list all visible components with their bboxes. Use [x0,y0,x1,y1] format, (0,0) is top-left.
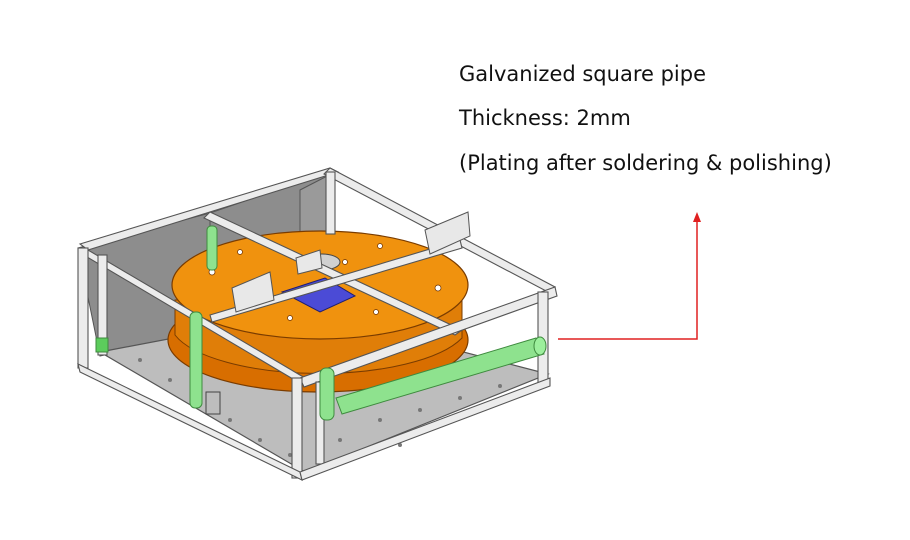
green-rollers [95,225,547,421]
label-finish: (Plating after soldering & polishing) [459,151,832,175]
hub-plate [280,277,357,313]
pointer-line [558,220,698,340]
bottom-frame [77,362,551,482]
label-material: Galvanized square pipe [459,62,706,86]
label-thickness: Thickness: 2mm [459,106,631,130]
floor-bracket [205,391,221,415]
pointer-arrowhead [693,212,701,222]
mounting-brackets [231,211,471,313]
